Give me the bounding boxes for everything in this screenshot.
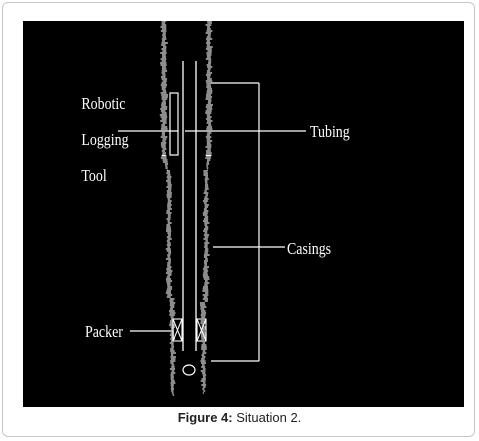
caption-label: Figure 4: (177, 410, 233, 425)
packer-label: Packer (85, 323, 124, 342)
diagram-background (23, 21, 464, 407)
figure-caption: Figure 4: Situation 2. (0, 410, 479, 425)
logging-tool-body (169, 92, 179, 156)
robotic-tool-label-line1: Robotic (81, 95, 125, 114)
packer-right (196, 318, 207, 342)
tubing-end (182, 364, 196, 376)
packer-left (172, 318, 183, 342)
casing-wall-left (159, 21, 176, 396)
tubing-label: Tubing (310, 123, 350, 142)
casings-label: Casings (287, 240, 331, 259)
casing-wall-right (199, 21, 214, 394)
figure-frame: Robotic Logging Tool Tubing Casings Pack… (2, 2, 475, 437)
caption-text: Situation 2. (232, 410, 302, 425)
robotic-tool-label-line3: Tool (81, 167, 106, 186)
robotic-tool-label-line2: Logging (81, 131, 128, 150)
wellbore-diagram: Robotic Logging Tool Tubing Casings Pack… (23, 21, 464, 407)
